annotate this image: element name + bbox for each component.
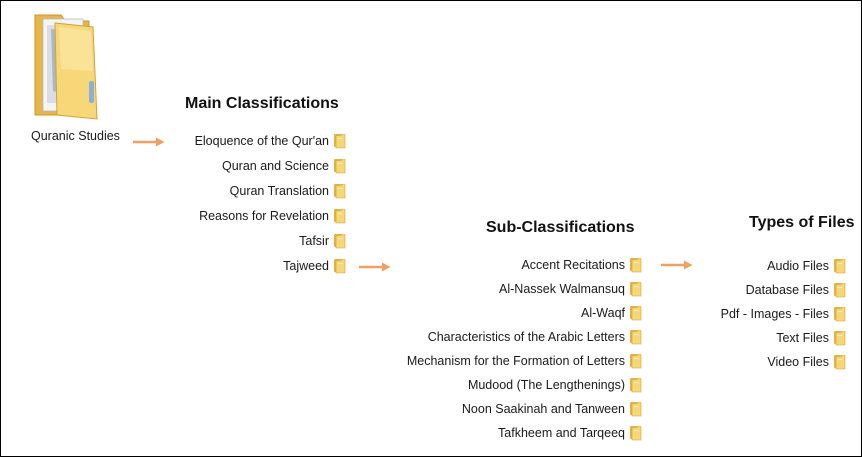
type-item-audio[interactable]: Audio Files (767, 257, 847, 275)
type-item-pdf[interactable]: Pdf - Images - Files (721, 305, 847, 323)
folder-icon (333, 233, 347, 249)
sub-item-mudood[interactable]: Mudood (The Lengthenings) (468, 376, 643, 394)
folder-icon (333, 208, 347, 224)
sub-classifications-list: Accent Recitations Al-Nassek Walmansuq A… (371, 256, 643, 442)
main-classifications-heading: Main Classifications (185, 95, 339, 112)
type-item-database[interactable]: Database Files (746, 281, 847, 299)
folder-icon (833, 282, 847, 298)
sub-item-tafkheem[interactable]: Tafkheem and Tarqeeq (498, 424, 643, 442)
folder-icon (333, 158, 347, 174)
main-item-revelation[interactable]: Reasons for Revelation (199, 207, 347, 225)
type-item-video[interactable]: Video Files (767, 353, 847, 371)
folder-icon (629, 281, 643, 297)
folder-icon (333, 258, 347, 274)
folder-icon (629, 305, 643, 321)
folder-icon (629, 353, 643, 369)
sub-item-waqf[interactable]: Al-Waqf (581, 304, 643, 322)
main-item-tajweed[interactable]: Tajweed (283, 257, 347, 275)
folder-icon (833, 306, 847, 322)
folder-icon (629, 401, 643, 417)
main-classifications-list: Eloquence of the Qur'an Quran and Scienc… (151, 132, 347, 272)
folder-icon (629, 425, 643, 441)
main-item-tafsir[interactable]: Tafsir (299, 232, 347, 250)
folder-icon (833, 330, 847, 346)
sub-classifications-heading: Sub-Classifications (486, 219, 635, 236)
main-item-science[interactable]: Quran and Science (222, 157, 347, 175)
folder-icon (629, 257, 643, 273)
sub-item-nassek[interactable]: Al-Nassek Walmansuq (499, 280, 643, 298)
root-folder-label[interactable]: Quranic Studies (31, 129, 120, 143)
folder-icon (629, 377, 643, 393)
folder-icon (833, 354, 847, 370)
folder-icon (333, 183, 347, 199)
main-item-eloquence[interactable]: Eloquence of the Qur'an (195, 132, 347, 150)
folder-icon (833, 258, 847, 274)
arrow-icon (661, 260, 693, 270)
sub-item-noon[interactable]: Noon Saakinah and Tanween (462, 400, 643, 418)
sub-item-characteristics[interactable]: Characteristics of the Arabic Letters (428, 328, 643, 346)
folder-large-icon (34, 14, 98, 120)
types-of-files-list: Audio Files Database Files Pdf - Images … (691, 257, 847, 377)
folder-icon (333, 133, 347, 149)
type-item-text[interactable]: Text Files (776, 329, 847, 347)
main-item-translation[interactable]: Quran Translation (230, 182, 347, 200)
types-of-files-heading: Types of Files (749, 214, 855, 231)
sub-item-accent[interactable]: Accent Recitations (521, 256, 643, 274)
sub-item-mechanism[interactable]: Mechanism for the Formation of Letters (407, 352, 643, 370)
folder-icon (629, 329, 643, 345)
